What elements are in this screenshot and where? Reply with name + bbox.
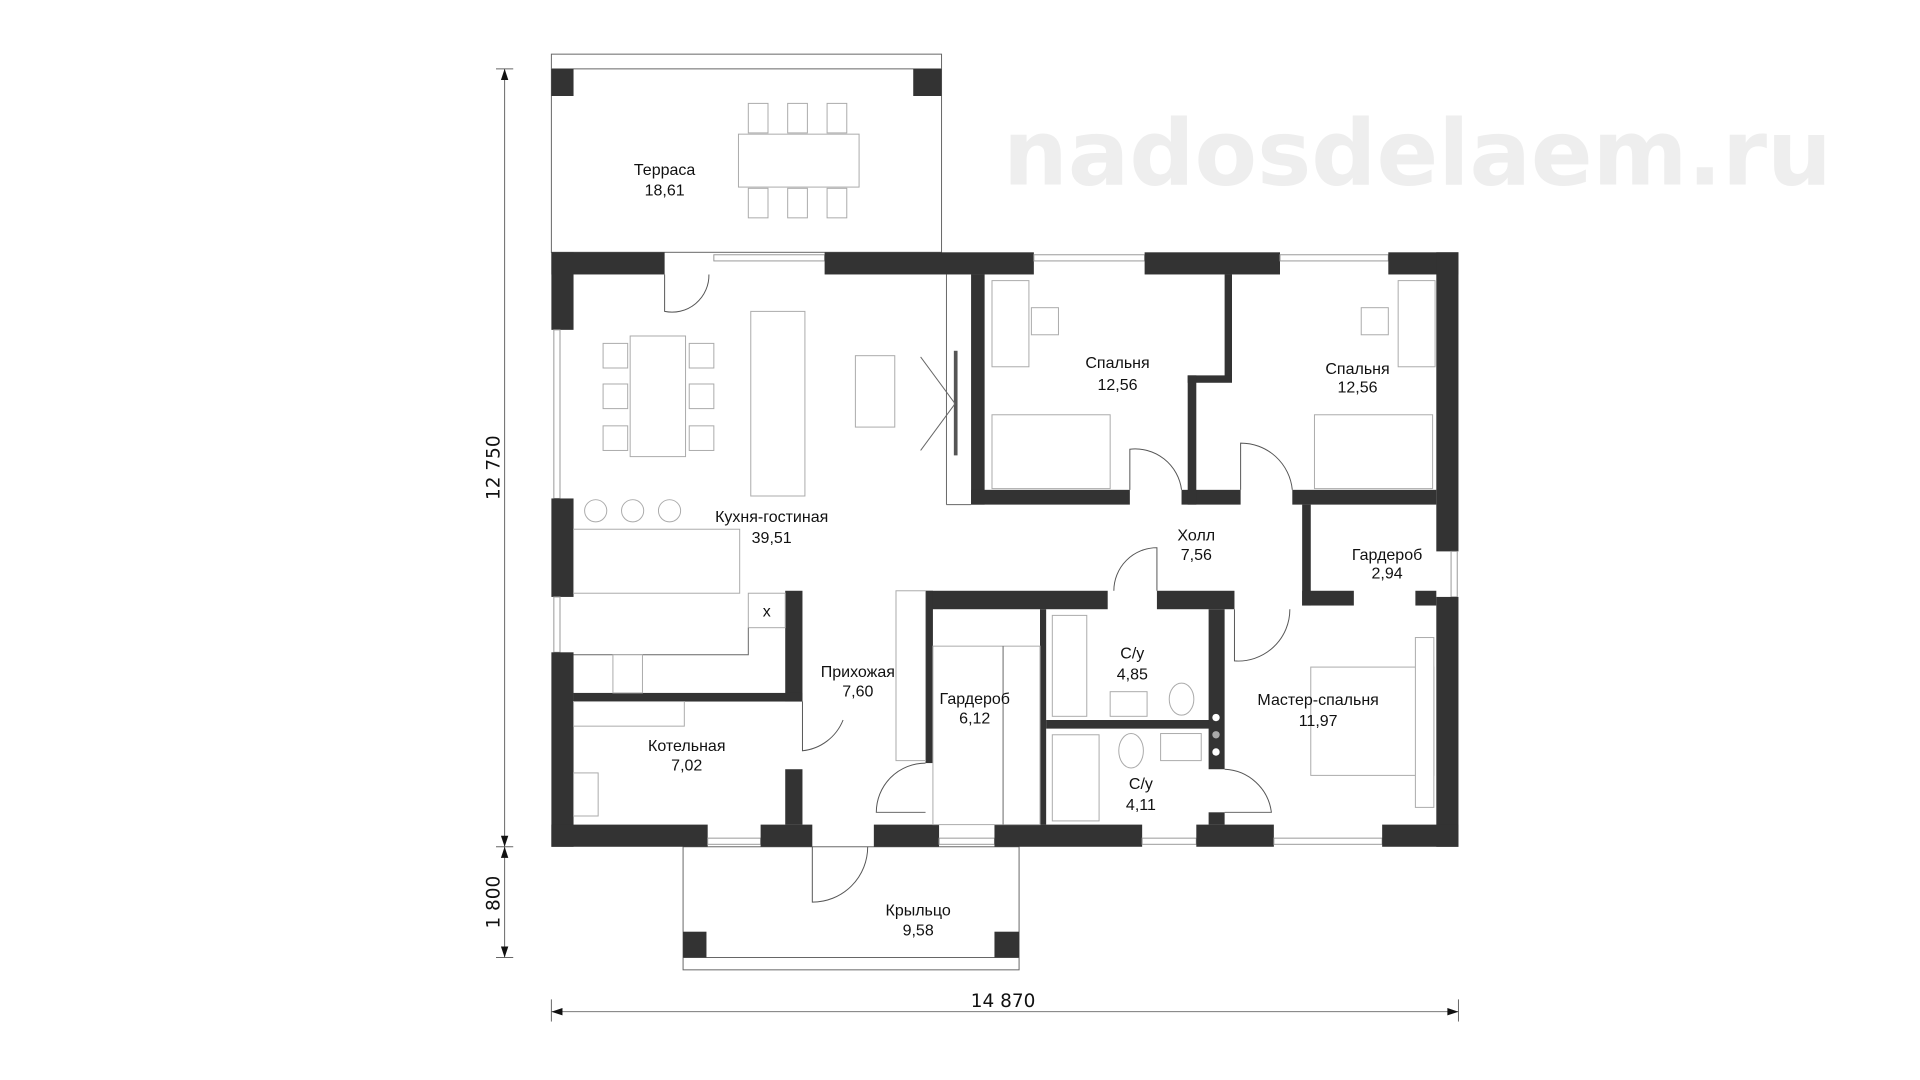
- svg-text:7,02: 7,02: [671, 757, 702, 774]
- svg-text:39,51: 39,51: [752, 530, 792, 547]
- terrace: [550, 53, 943, 253]
- svg-text:Кухня-гостиная: Кухня-гостиная: [715, 509, 828, 526]
- room-labels: Терраса 18,61 Кухня-гостиная 39,51 Спальня…: [634, 162, 1422, 940]
- svg-text:6,12: 6,12: [959, 711, 990, 728]
- dimension-height-porch: 1 800: [484, 876, 505, 929]
- svg-text:9,58: 9,58: [903, 922, 934, 939]
- svg-text:Терраса: Терраса: [634, 162, 695, 179]
- outer-walls: [551, 252, 1459, 847]
- room-bathroom-2: С/у 4,11: [1126, 776, 1156, 814]
- svg-text:7,56: 7,56: [1181, 547, 1212, 564]
- room-boiler: Котельная 7,02: [648, 738, 725, 775]
- svg-text:Спальня: Спальня: [1325, 361, 1389, 378]
- svg-text:18,61: 18,61: [645, 183, 685, 200]
- svg-text:Гардероб: Гардероб: [1352, 547, 1422, 564]
- dimension-width: 14 870: [971, 991, 1036, 1012]
- watermark: nadosdelaem.ru: [1003, 101, 1832, 207]
- room-master-bedroom: Мастер-спальня 11,97: [1257, 692, 1378, 730]
- ventilation-mark: x: [763, 604, 771, 621]
- room-terrace: Терраса 18,61: [634, 162, 695, 200]
- furniture: x: [573, 280, 1436, 826]
- svg-text:12,56: 12,56: [1098, 377, 1138, 394]
- svg-text:С/у: С/у: [1129, 776, 1153, 793]
- porch: [682, 846, 1020, 971]
- terrace-dining-table: [737, 102, 860, 219]
- room-kitchen-living: Кухня-гостиная 39,51: [715, 509, 828, 547]
- room-entrance: Прихожая 7,60: [821, 664, 895, 701]
- doors: [664, 274, 1293, 903]
- room-bedroom-1: Спальня 12,56: [1085, 355, 1149, 394]
- svg-text:Прихожая: Прихожая: [821, 664, 895, 681]
- svg-text:4,11: 4,11: [1126, 797, 1156, 814]
- room-wardrobe: Гардероб 6,12: [940, 691, 1010, 728]
- interior-walls: [573, 274, 1437, 825]
- svg-text:2,94: 2,94: [1372, 565, 1403, 582]
- svg-text:4,85: 4,85: [1117, 666, 1148, 683]
- room-bathroom-1: С/у 4,85: [1117, 645, 1148, 683]
- dimension-height-main: 12 750: [484, 435, 505, 500]
- svg-text:С/у: С/у: [1120, 645, 1144, 662]
- room-porch: Крыльцо 9,58: [886, 903, 951, 940]
- svg-text:Гардероб: Гардероб: [940, 691, 1010, 708]
- svg-text:Крыльцо: Крыльцо: [886, 903, 951, 920]
- svg-text:7,60: 7,60: [842, 684, 873, 701]
- room-bedroom-2: Спальня 12,56: [1325, 361, 1389, 396]
- svg-text:11,97: 11,97: [1299, 713, 1338, 730]
- svg-text:Котельная: Котельная: [648, 738, 725, 755]
- svg-text:Мастер-спальня: Мастер-спальня: [1257, 692, 1378, 709]
- svg-text:Холл: Холл: [1177, 527, 1215, 544]
- svg-text:12,56: 12,56: [1338, 380, 1378, 397]
- room-hall: Холл 7,56: [1177, 527, 1215, 564]
- svg-text:Спальня: Спальня: [1085, 355, 1149, 372]
- dimension-lines: 12 750 1 800 14 870: [484, 68, 1459, 1022]
